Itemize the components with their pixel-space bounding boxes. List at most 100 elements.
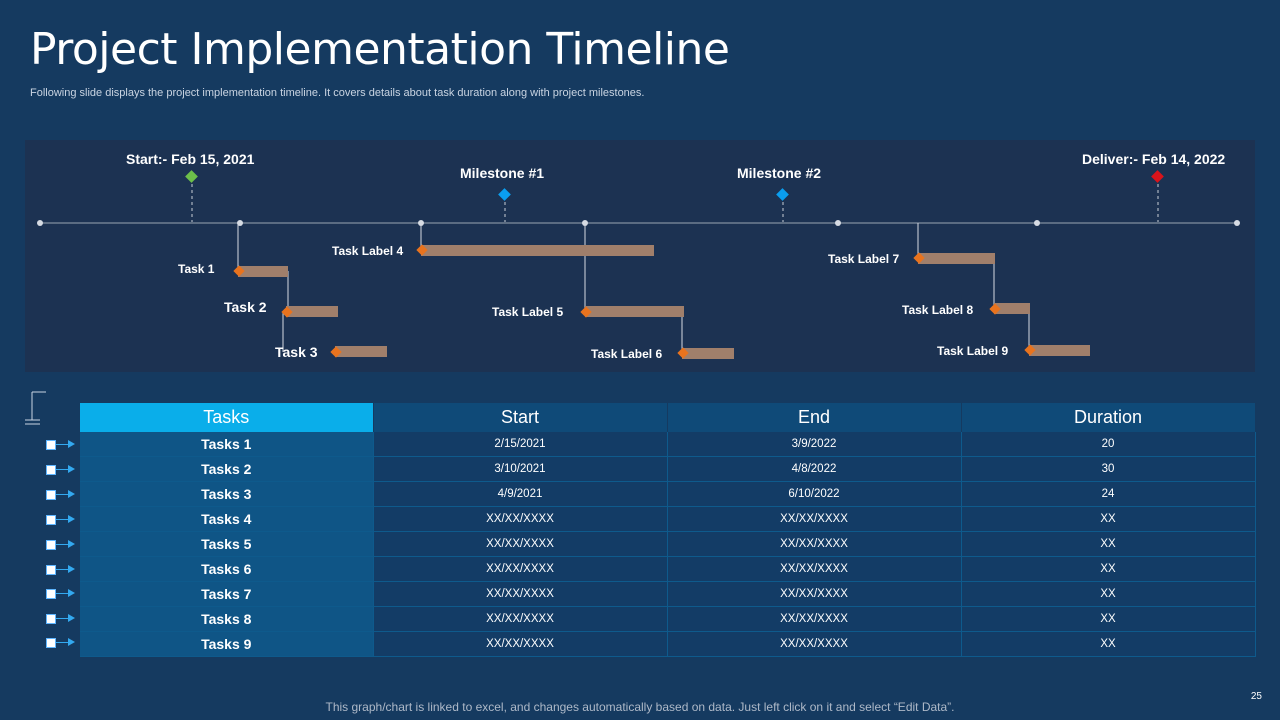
task-bar <box>238 266 288 277</box>
header-duration: Duration <box>961 403 1256 432</box>
task-cell: Tasks 4 <box>80 506 374 532</box>
row-arrow-icon <box>44 458 80 482</box>
task-label-3: Task 3 <box>275 344 318 360</box>
start-cell: XX/XX/XXXX <box>372 506 668 532</box>
axis-dot <box>1034 220 1040 226</box>
task-bar <box>994 303 1030 314</box>
task-label-6: Task Label 6 <box>591 347 663 361</box>
duration-cell: 24 <box>960 481 1256 507</box>
task-marker-icon <box>580 306 592 318</box>
timeline-graphic <box>37 170 1240 359</box>
start-cell: XX/XX/XXXX <box>372 581 668 607</box>
start-diamond-icon <box>185 170 198 183</box>
task-marker-icon <box>989 303 1001 315</box>
table-row: Tasks 7 XX/XX/XXXX XX/XX/XXXX XX <box>80 581 1256 607</box>
duration-cell: XX <box>960 556 1256 582</box>
page-subtitle: Following slide displays the project imp… <box>30 87 645 99</box>
row-arrow-icon <box>44 607 80 631</box>
row-arrow-icon <box>44 533 80 557</box>
task-bar <box>918 253 995 264</box>
task-label-4: Task Label 4 <box>332 244 404 258</box>
row-arrow-icon <box>44 433 80 457</box>
task-bar <box>1029 345 1090 356</box>
start-cell: XX/XX/XXXX <box>372 631 668 657</box>
duration-cell: XX <box>960 581 1256 607</box>
row-arrow-icon <box>44 558 80 582</box>
task-label-2: Task 2 <box>224 299 267 315</box>
milestone1-diamond-icon <box>498 188 511 201</box>
page-title: Project Implementation Timeline <box>30 24 730 75</box>
task-marker-icon <box>677 347 689 359</box>
table-row: Tasks 6 XX/XX/XXXX XX/XX/XXXX XX <box>80 556 1256 582</box>
table-row: Tasks 8 XX/XX/XXXX XX/XX/XXXX XX <box>80 606 1256 632</box>
duration-cell: 30 <box>960 456 1256 482</box>
end-cell: 3/9/2022 <box>666 432 962 457</box>
task-bar <box>335 346 387 357</box>
task-cell: Tasks 6 <box>80 556 374 582</box>
end-cell: XX/XX/XXXX <box>666 556 962 582</box>
axis-dot <box>835 220 841 226</box>
header-tasks: Tasks <box>80 403 374 432</box>
milestone2-diamond-icon <box>776 188 789 201</box>
end-cell: XX/XX/XXXX <box>666 506 962 532</box>
task-cell: Tasks 8 <box>80 606 374 632</box>
table-bracket-decoration <box>24 390 54 430</box>
page-number: 25 <box>1250 691 1262 702</box>
task-cell: Tasks 2 <box>80 456 374 482</box>
start-cell: XX/XX/XXXX <box>372 531 668 557</box>
end-cell: XX/XX/XXXX <box>666 631 962 657</box>
header-start: Start <box>373 403 668 432</box>
duration-cell: XX <box>960 631 1256 657</box>
table-row: Tasks 2 3/10/2021 4/8/2022 30 <box>80 456 1256 482</box>
end-cell: 6/10/2022 <box>666 481 962 507</box>
row-arrow-icon <box>44 631 80 655</box>
task-label-1: Task 1 <box>178 262 215 276</box>
end-cell: XX/XX/XXXX <box>666 606 962 632</box>
end-cell: 4/8/2022 <box>666 456 962 482</box>
task-cell: Tasks 9 <box>80 631 374 657</box>
task-marker-icon <box>1024 344 1036 356</box>
table-row: Tasks 9 XX/XX/XXXX XX/XX/XXXX XX <box>80 631 1256 657</box>
start-cell: XX/XX/XXXX <box>372 606 668 632</box>
milestone2-label: Milestone #2 <box>737 165 822 181</box>
start-label: Start:- Feb 15, 2021 <box>126 151 255 167</box>
task-marker-icon <box>281 306 293 318</box>
milestone1-label: Milestone #1 <box>460 165 545 181</box>
end-cell: XX/XX/XXXX <box>666 581 962 607</box>
start-cell: 3/10/2021 <box>372 456 668 482</box>
duration-cell: XX <box>960 606 1256 632</box>
row-arrow-icon <box>44 508 80 532</box>
row-arrow-icon <box>44 483 80 507</box>
task-label-8: Task Label 8 <box>902 303 974 317</box>
deliver-label: Deliver:- Feb 14, 2022 <box>1082 151 1226 167</box>
task-table: Tasks Start End Duration Tasks 1 2/15/20… <box>80 403 1256 657</box>
table-header-row: Tasks Start End Duration <box>80 403 1256 432</box>
task-bar <box>585 306 684 317</box>
axis-dot <box>1234 220 1240 226</box>
duration-cell: XX <box>960 531 1256 557</box>
task-cell: Tasks 5 <box>80 531 374 557</box>
table-row: Tasks 5 XX/XX/XXXX XX/XX/XXXX XX <box>80 531 1256 557</box>
task-bar <box>421 245 654 256</box>
footer-note: This graph/chart is linked to excel, and… <box>325 700 955 714</box>
task-cell: Tasks 1 <box>80 432 374 457</box>
duration-cell: XX <box>960 506 1256 532</box>
end-cell: XX/XX/XXXX <box>666 531 962 557</box>
task-label-5: Task Label 5 <box>492 305 564 319</box>
duration-cell: 20 <box>960 432 1256 457</box>
start-cell: 2/15/2021 <box>372 432 668 457</box>
task-label-7: Task Label 7 <box>828 252 900 266</box>
task-marker-icon <box>330 346 342 358</box>
deliver-diamond-icon <box>1151 170 1164 183</box>
table-row: Tasks 4 XX/XX/XXXX XX/XX/XXXX XX <box>80 506 1256 532</box>
table-row: Tasks 1 2/15/2021 3/9/2022 20 <box>80 432 1256 457</box>
start-cell: 4/9/2021 <box>372 481 668 507</box>
task-bar <box>286 306 338 317</box>
row-arrow-icon <box>44 582 80 606</box>
axis-dot <box>37 220 43 226</box>
timeline-panel: Start:- Feb 15, 2021 Milestone #1 Milest… <box>25 140 1255 372</box>
start-cell: XX/XX/XXXX <box>372 556 668 582</box>
task-cell: Tasks 7 <box>80 581 374 607</box>
task-label-9: Task Label 9 <box>937 344 1009 358</box>
header-end: End <box>667 403 962 432</box>
